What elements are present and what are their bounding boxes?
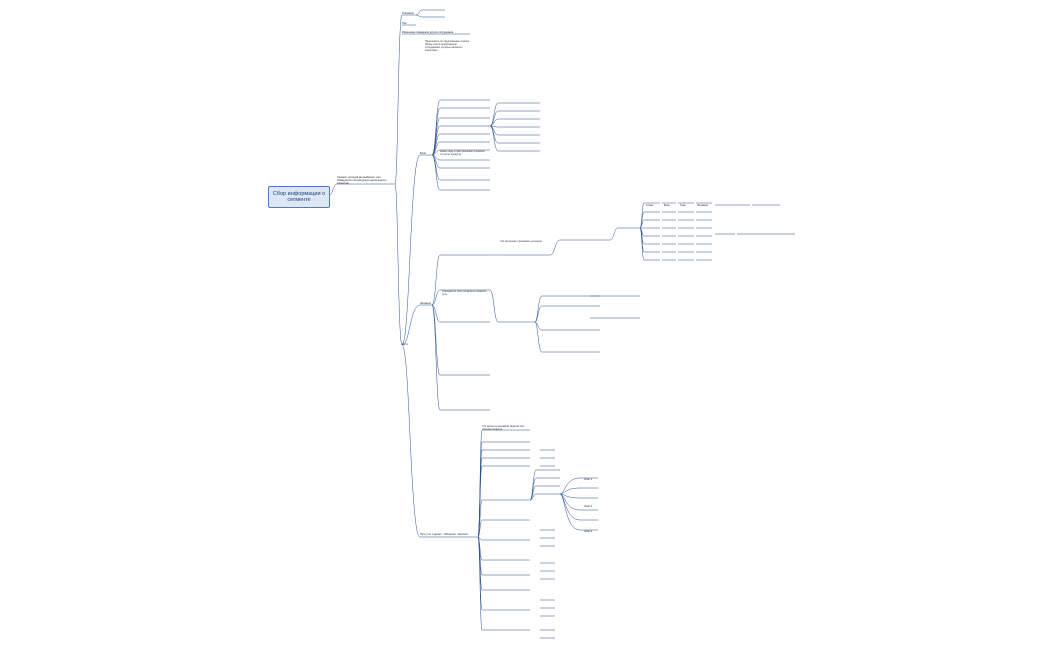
connector <box>489 125 499 152</box>
connector <box>415 9 423 16</box>
leaf-desires[interactable]: Желания <box>697 204 708 207</box>
connector <box>431 254 441 306</box>
trunk-bottom <box>394 183 403 346</box>
leaf-stage-2[interactable]: Этап 2 <box>584 505 593 508</box>
note-5: Что является основной задачей при покупк… <box>482 425 524 431</box>
topic-desires[interactable]: Желания <box>420 302 431 305</box>
connector <box>401 154 421 346</box>
leaf-stage-1[interactable]: Этап 1 <box>584 478 593 481</box>
connector <box>401 304 421 346</box>
main-branch-topic[interactable]: Сегмент, который мы выбрали ( или обнару… <box>337 176 395 185</box>
connector <box>431 149 441 156</box>
connector <box>431 304 441 376</box>
note-4: Определите боли сегмента и опишите путь <box>442 290 487 296</box>
connector <box>639 227 645 261</box>
connector-lines <box>327 9 795 639</box>
connector <box>477 519 483 538</box>
connector <box>431 289 441 306</box>
connector <box>559 493 581 499</box>
connector <box>477 536 483 541</box>
connector <box>609 227 619 241</box>
leaf-pain[interactable]: Боль <box>664 204 670 207</box>
connector <box>534 295 543 323</box>
connector <box>559 493 581 531</box>
connector <box>559 493 581 511</box>
topic-description[interactable]: Описание <box>402 12 414 15</box>
connector <box>549 239 561 256</box>
topic-pains[interactable]: Боли <box>420 152 427 155</box>
connector <box>431 304 441 323</box>
leaf-stage-3[interactable]: Этап 3 <box>584 530 593 533</box>
connector <box>401 344 421 538</box>
connector <box>431 117 441 156</box>
connector <box>534 321 543 331</box>
note-1: Предложите по предложению сергию/Ирине т… <box>425 40 470 52</box>
connector <box>431 304 441 411</box>
note-2: Какие люди и как принимают решения по ку… <box>440 150 485 156</box>
topic-gender[interactable]: Пол <box>402 22 407 25</box>
topic-behavior[interactable]: Изменение поведения других сотрудников <box>402 31 454 34</box>
connector <box>529 469 537 501</box>
topic-journey[interactable]: Путь (что я делал - Объяснил, записал) <box>420 533 468 536</box>
main-branch-label: Сегмент, который мы выбрали ( или обнару… <box>337 176 387 185</box>
root-label: Сбор информации о сегменте <box>272 191 326 203</box>
connector <box>559 477 581 495</box>
connector <box>529 493 537 501</box>
leaf-anger[interactable]: Гнев <box>680 204 686 207</box>
connector <box>415 14 423 18</box>
connector <box>489 289 499 323</box>
connector <box>534 321 543 353</box>
connector <box>477 536 483 631</box>
connector <box>559 487 581 495</box>
root-topic[interactable]: Сбор информации о сегменте <box>268 186 330 208</box>
connector <box>477 499 483 538</box>
note-3: Что им мешает принимать решения <box>500 240 542 243</box>
connector <box>431 154 441 191</box>
connector <box>534 305 543 323</box>
leaf-fear[interactable]: Страх <box>646 204 654 207</box>
topic-paths[interactable]: Пути <box>402 343 408 346</box>
trunk-top <box>394 14 403 185</box>
